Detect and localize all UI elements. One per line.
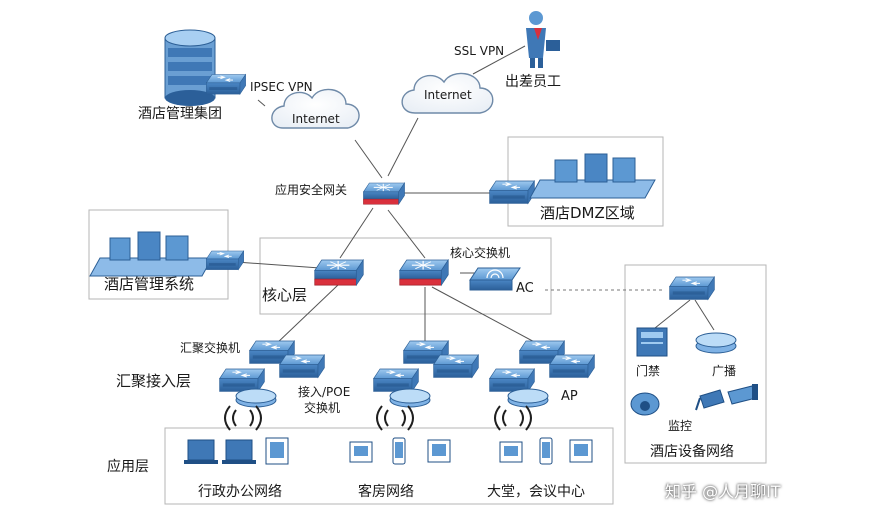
access-switch-left-b-icon bbox=[219, 368, 265, 392]
ap-right-icon bbox=[507, 388, 549, 408]
access-control-icon bbox=[636, 327, 668, 357]
access-poe-switch-label-1: 接入/POE bbox=[298, 385, 351, 399]
ipsec-vpn-label: IPSEC VPN bbox=[250, 80, 313, 94]
lobby-device-icons bbox=[499, 437, 593, 465]
ap-mid-icon bbox=[389, 388, 431, 408]
broadcast-label: 广播 bbox=[712, 364, 737, 378]
internet-cloud-left bbox=[271, 88, 360, 129]
application-layer-label: 应用层 bbox=[107, 459, 149, 475]
core-switch-left-icon bbox=[313, 259, 365, 286]
security-gateway-icon bbox=[362, 182, 406, 206]
dmz-switch-icon bbox=[488, 180, 536, 205]
connection-lines bbox=[235, 45, 715, 346]
core-layer-label: 核心层 bbox=[262, 286, 308, 304]
access-poe-switch-label-2: 交换机 bbox=[304, 401, 341, 415]
wifi-signal-icons bbox=[224, 405, 532, 431]
broadcast-icon bbox=[695, 332, 737, 354]
traveling-staff-label: 出差员工 bbox=[505, 74, 561, 90]
device-network-switch-icon bbox=[668, 276, 716, 300]
dmz-zone-label: 酒店DMZ区域 bbox=[540, 204, 635, 222]
lobby-meeting-label: 大堂，会议中心 bbox=[487, 484, 585, 500]
ac-label: AC bbox=[516, 281, 534, 296]
admin-office-network-label: 行政办公网络 bbox=[198, 484, 282, 500]
guest-room-device-icons bbox=[349, 437, 451, 465]
access-switch-mid-b-icon bbox=[433, 354, 479, 378]
hotel-group-server-icon bbox=[164, 29, 216, 106]
aggregation-access-layer-label: 汇聚接入层 bbox=[116, 372, 192, 390]
guest-room-network-label: 客房网络 bbox=[358, 484, 414, 500]
mgmt-servers-icon bbox=[89, 231, 213, 277]
mgmt-switch-icon bbox=[205, 250, 245, 271]
monitoring-label: 监控 bbox=[668, 419, 693, 433]
core-switch-label: 核心交换机 bbox=[450, 246, 511, 260]
ac-controller-icon bbox=[469, 267, 521, 291]
zhihu-watermark: 知乎 @人月聊IT bbox=[665, 482, 781, 501]
access-switch-right-b-icon bbox=[548, 354, 596, 378]
hotel-group-label: 酒店管理集团 bbox=[138, 106, 222, 122]
access-switch-right-c-icon bbox=[489, 368, 536, 392]
ssl-vpn-label: SSL VPN bbox=[454, 44, 505, 58]
office-laptop-icons bbox=[184, 437, 289, 465]
monitoring-camera-icons bbox=[630, 384, 758, 416]
dmz-servers-icon bbox=[529, 153, 656, 199]
internet-right-label: Internet bbox=[424, 88, 472, 102]
aggregation-switch-label: 汇聚交换机 bbox=[180, 341, 241, 355]
access-switch-mid-c-icon bbox=[373, 368, 419, 392]
core-switch-right-icon bbox=[398, 259, 450, 286]
access-switch-left-a-icon bbox=[279, 354, 325, 378]
hotel-mgmt-system-label: 酒店管理系统 bbox=[104, 275, 195, 293]
traveling-staff-icon bbox=[526, 11, 560, 68]
ap-left-icon bbox=[235, 388, 277, 408]
internet-left-label: Internet bbox=[292, 112, 340, 126]
internet-cloud-right bbox=[401, 72, 494, 114]
ap-label: AP bbox=[561, 389, 578, 404]
hotel-group-router-icon bbox=[205, 74, 247, 95]
access-control-label: 门禁 bbox=[636, 364, 661, 378]
security-gateway-label: 应用安全网关 bbox=[275, 183, 348, 197]
hotel-device-network-label: 酒店设备网络 bbox=[650, 444, 734, 460]
